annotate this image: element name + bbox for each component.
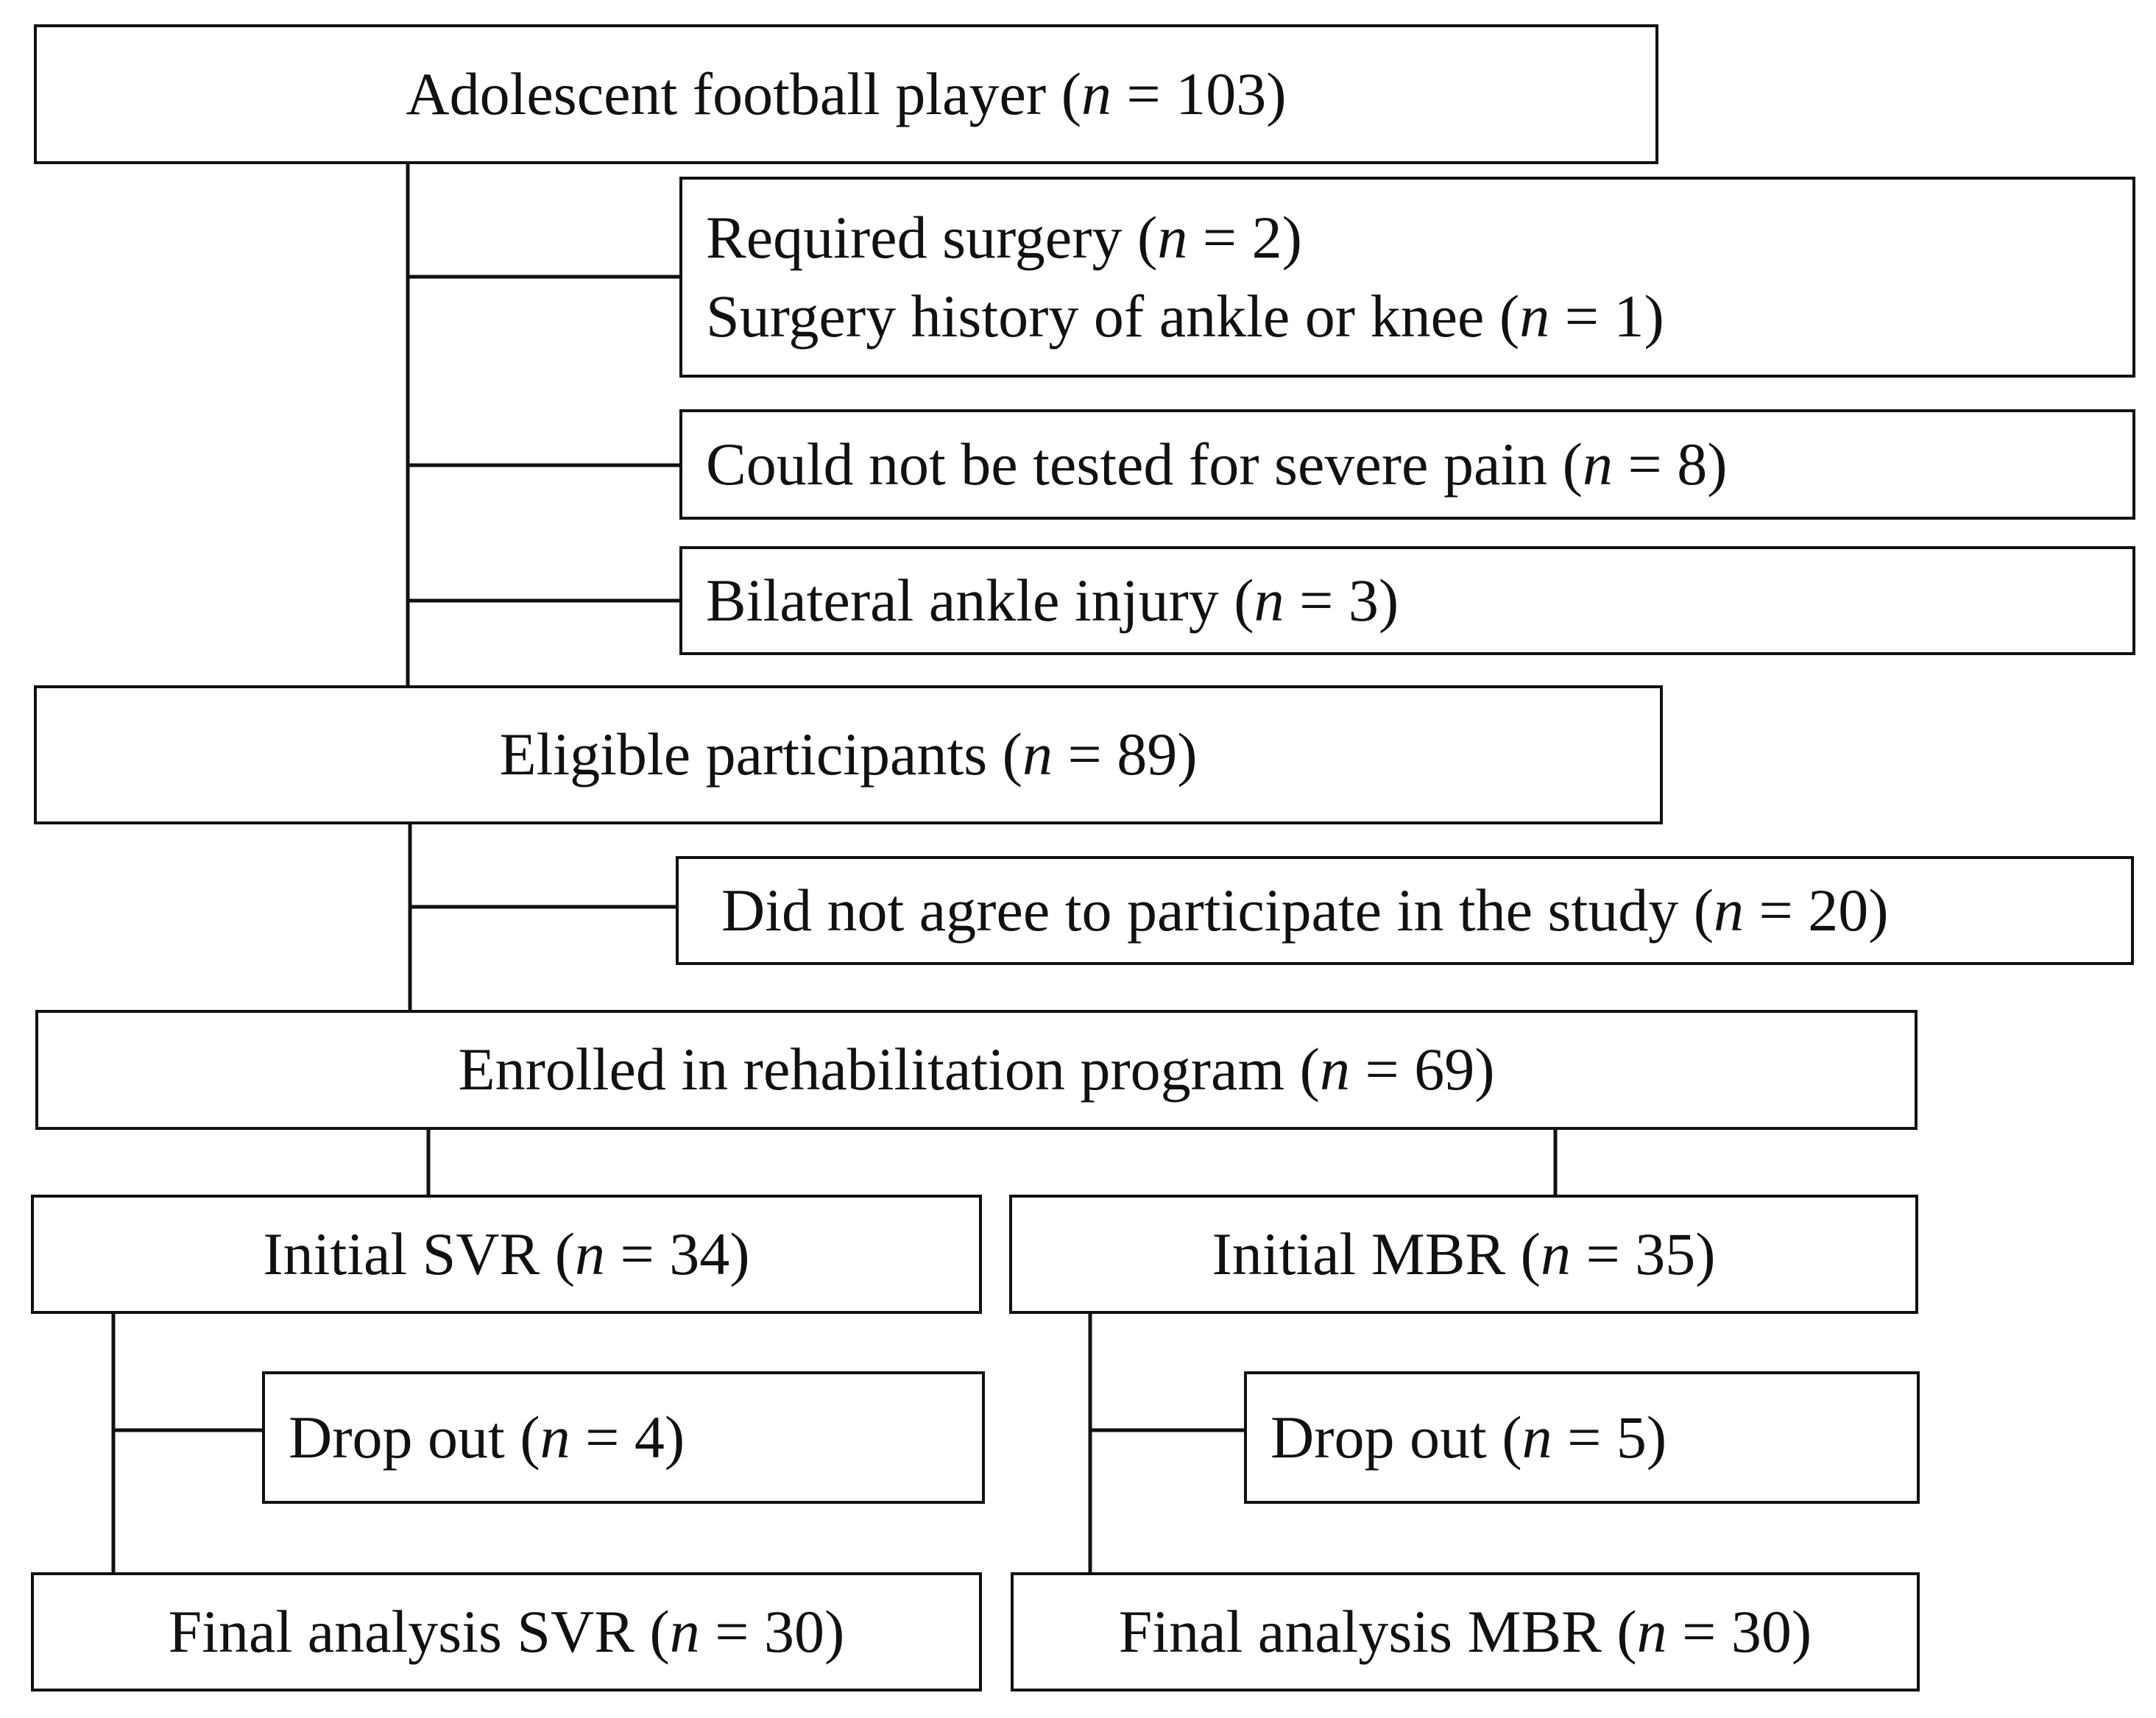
dropout-mbr-text: Drop out (n = 5)	[1270, 1403, 1667, 1471]
final-analysis-svr-box: Final analysis SVR (n = 30)	[31, 1572, 982, 1692]
enrolled-box: Enrolled in rehabilitation program (n = …	[35, 1010, 1918, 1130]
surgery-history-text: Surgery history of ankle or knee (n = 1)	[706, 282, 1664, 350]
initial-svr-box: Initial SVR (n = 34)	[31, 1195, 982, 1314]
severe-pain-text: Could not be tested for severe pain (n =…	[706, 430, 1728, 498]
dropout-svr-text: Drop out (n = 4)	[289, 1403, 685, 1471]
dropout-svr-box: Drop out (n = 4)	[262, 1371, 985, 1504]
final-analysis-mbr-box: Final analysis MBR (n = 30)	[1011, 1572, 1920, 1692]
required-surgery-text: Required surgery (n = 2)	[706, 203, 1302, 271]
initial-mbr-text: Initial MBR (n = 35)	[1212, 1220, 1716, 1287]
did-not-agree-box: Did not agree to participate in the stud…	[676, 856, 2134, 965]
eligible-participants-text: Eligible participants (n = 89)	[499, 721, 1198, 788]
bilateral-injury-box: Bilateral ankle injury (n = 3)	[679, 546, 2135, 655]
adolescent-player-box: Adolescent football player (n = 103)	[34, 24, 1658, 164]
adolescent-player-text: Adolescent football player (n = 103)	[406, 60, 1287, 127]
did-not-agree-text: Did not agree to participate in the stud…	[721, 876, 1889, 944]
severe-pain-box: Could not be tested for severe pain (n =…	[679, 409, 2135, 520]
initial-svr-text: Initial SVR (n = 34)	[263, 1220, 750, 1287]
enrolled-text: Enrolled in rehabilitation program (n = …	[458, 1036, 1495, 1103]
dropout-mbr-box: Drop out (n = 5)	[1244, 1371, 1920, 1504]
bilateral-injury-text: Bilateral ankle injury (n = 3)	[706, 566, 1399, 634]
final-analysis-svr-text: Final analysis SVR (n = 30)	[168, 1597, 845, 1665]
initial-mbr-box: Initial MBR (n = 35)	[1009, 1195, 1918, 1314]
eligible-participants-box: Eligible participants (n = 89)	[34, 685, 1663, 824]
surgery-exclusion-box: Required surgery (n = 2) Surgery history…	[679, 177, 2135, 378]
final-analysis-mbr-text: Final analysis MBR (n = 30)	[1118, 1597, 1812, 1665]
